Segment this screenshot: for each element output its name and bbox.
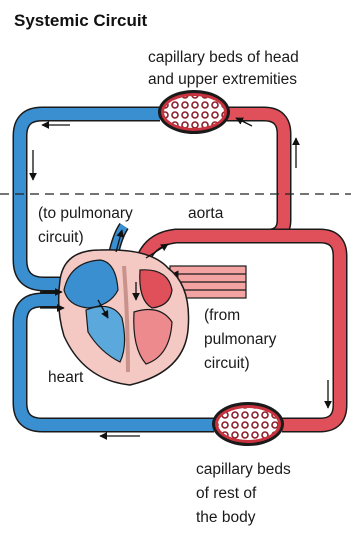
capillary-bed-body: [212, 402, 284, 446]
label-to-pulmonary-line2: circuit): [38, 229, 84, 246]
aorta-arch: [140, 114, 284, 280]
descending-aorta: [268, 236, 340, 425]
label-to-pulmonary-line1: (to pulmonary: [38, 205, 133, 222]
label-from-pulmonary-line2: pulmonary: [204, 331, 277, 348]
label-capillary-head-line2: and upper extremities: [148, 71, 297, 88]
label-capillary-head-line1: capillary beds of head: [148, 49, 299, 66]
label-from-pulmonary-line3: circuit): [204, 355, 250, 372]
label-aorta: aorta: [188, 205, 224, 222]
label-capillary-body-line3: the body: [196, 509, 256, 526]
label-heart: heart: [48, 369, 84, 386]
capillary-bed-head: [158, 90, 230, 134]
heart: [59, 250, 189, 385]
label-capillary-body-line1: capillary beds: [196, 461, 291, 478]
diagram-title: Systemic Circuit: [14, 11, 148, 30]
label-from-pulmonary-line1: (from: [204, 307, 240, 324]
label-capillary-body-line2: of rest of: [196, 485, 257, 502]
